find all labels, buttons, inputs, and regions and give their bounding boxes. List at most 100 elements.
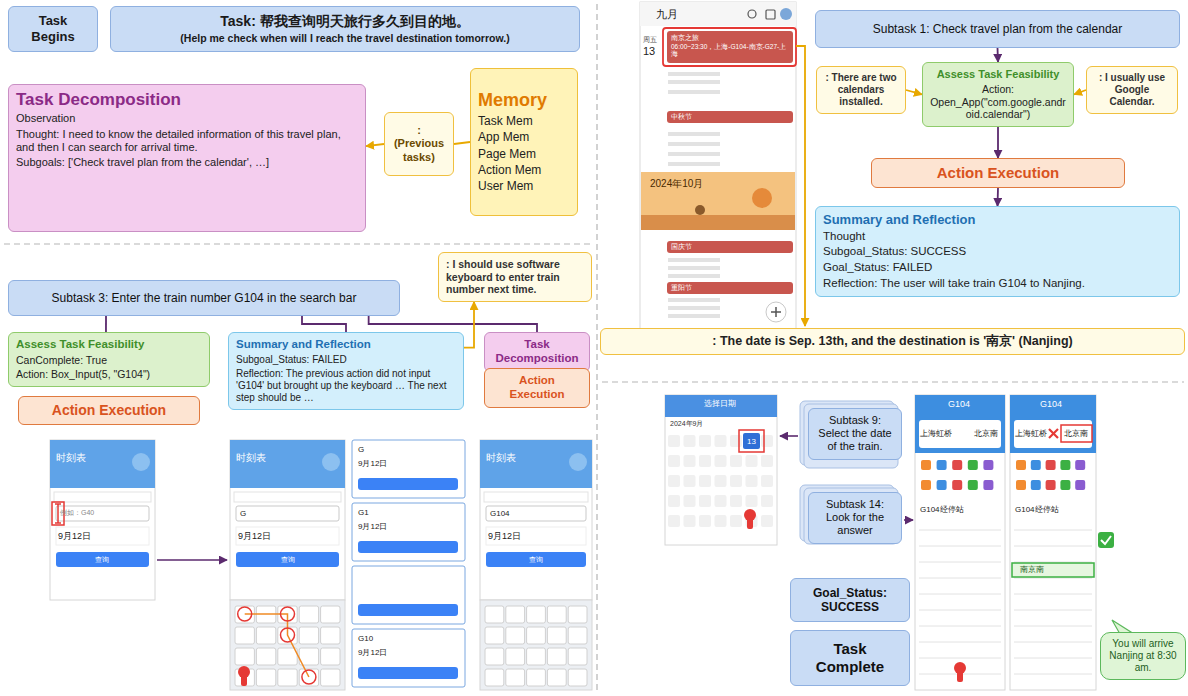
key (235, 648, 254, 665)
tap-circle (238, 607, 252, 621)
app-header (480, 440, 592, 488)
date-field (56, 527, 149, 545)
app-icon (1031, 480, 1041, 490)
app-icon (983, 460, 993, 470)
screen-text: 查询 (529, 556, 543, 564)
node-title: : I should use software keyboard to ente… (446, 258, 584, 296)
table-row (1014, 626, 1092, 627)
tab-row (234, 492, 341, 502)
key (256, 669, 275, 686)
blurred-text (668, 314, 720, 318)
event-chip (667, 241, 793, 253)
phone-screenshot (230, 440, 345, 600)
screen-text: 9月12日 (488, 531, 521, 541)
date-cell (684, 455, 696, 467)
connector (997, 188, 999, 206)
complete-box: Task Complete (790, 630, 910, 686)
node-text: Subgoal_Status: FAILED (236, 354, 456, 366)
query-button (358, 667, 458, 679)
key (321, 669, 340, 686)
status-box: Goal_Status: SUCCESS (790, 578, 910, 622)
date-cell (746, 495, 758, 507)
query-button (236, 552, 339, 567)
screen-text: 北京南 (1064, 429, 1088, 438)
node-title: Task: 帮我查询明天旅行多久到目的地。 (118, 13, 572, 30)
app-icon (937, 460, 947, 470)
key (299, 606, 318, 623)
node-text: Action Mem (478, 163, 570, 177)
date-cell (730, 435, 742, 447)
key (485, 606, 504, 623)
screen-text: 13 (643, 45, 655, 58)
screen-text: 例如：G40 (60, 509, 94, 517)
key (547, 648, 566, 665)
node-title: Subtask 1: Check travel plan from the ca… (823, 22, 1172, 36)
section-divider (596, 4, 597, 692)
table-row (1014, 642, 1092, 643)
table-row (919, 626, 1001, 627)
blurred-text (668, 152, 720, 156)
decomposition-box: Task DecompositionObservationThought: I … (8, 84, 366, 232)
blurred-text (668, 142, 720, 146)
query-button (358, 604, 458, 616)
month-illustration (641, 172, 795, 230)
input-box (56, 506, 149, 521)
result-card (352, 503, 465, 561)
section-divider (602, 381, 1184, 382)
app-icon (1016, 460, 1026, 470)
table-row (1014, 658, 1092, 659)
memory-note: : There are two calendars installed. (816, 66, 906, 114)
date-cell (730, 495, 742, 507)
screen-text: 9月12日 (58, 531, 91, 541)
date-cell (761, 475, 773, 487)
node-title: : I usually use Google Calendar. (1094, 72, 1170, 108)
table-row (919, 530, 1001, 531)
key (568, 648, 587, 665)
flow-arrow (904, 519, 913, 521)
key (278, 669, 297, 686)
date-cell (730, 475, 742, 487)
date-cell (715, 515, 727, 527)
field-drawing (641, 215, 795, 230)
query-button (486, 552, 586, 567)
subtask-box: Subtask 9: Select the date of the train. (808, 408, 902, 460)
app-icon (1060, 460, 1070, 470)
key (235, 627, 254, 644)
node-title: : The date is Sep. 13th, and the destina… (608, 334, 1177, 349)
text-cursor (55, 503, 61, 505)
app-bar (640, 2, 796, 26)
subtask-box: Subtask 3: Enter the train number G104 i… (8, 280, 400, 316)
search-icon (748, 10, 756, 18)
table-row (919, 562, 1001, 563)
decomposition-box: Task Decomposition (484, 332, 590, 372)
screen-text: 时刻表 (236, 452, 266, 464)
app-icon (1031, 460, 1041, 470)
flow-arrow (780, 435, 798, 437)
memory-box: MemoryTask MemApp MemPage MemAction MemU… (470, 68, 578, 216)
key (321, 648, 340, 665)
tap-circle (281, 607, 295, 621)
date-cell (715, 475, 727, 487)
table-row (919, 610, 1001, 611)
screen-text: 查询 (95, 556, 109, 564)
screen-text: G (358, 445, 364, 454)
date-cell (668, 455, 680, 467)
screen-text: 时刻表 (56, 452, 86, 464)
key (568, 606, 587, 623)
node-title: Action Execution (879, 164, 1117, 182)
route-card (919, 420, 1001, 448)
node-title: Summary and Reflection (823, 212, 1172, 228)
date-field (486, 527, 586, 545)
connector (366, 144, 384, 146)
highlight-box (663, 28, 796, 66)
hand-icon (241, 672, 247, 686)
key (547, 669, 566, 686)
connector (454, 142, 470, 144)
node-title: Assess Task Feasibility (16, 338, 202, 352)
reflection-box: Summary and ReflectionSubgoal_Status: FA… (228, 332, 464, 410)
key (321, 606, 340, 623)
table-row (1014, 610, 1092, 611)
result-card (352, 566, 465, 624)
node-title: Task Decomposition (492, 338, 582, 366)
memory-note: : I usually use Google Calendar. (1086, 66, 1178, 114)
